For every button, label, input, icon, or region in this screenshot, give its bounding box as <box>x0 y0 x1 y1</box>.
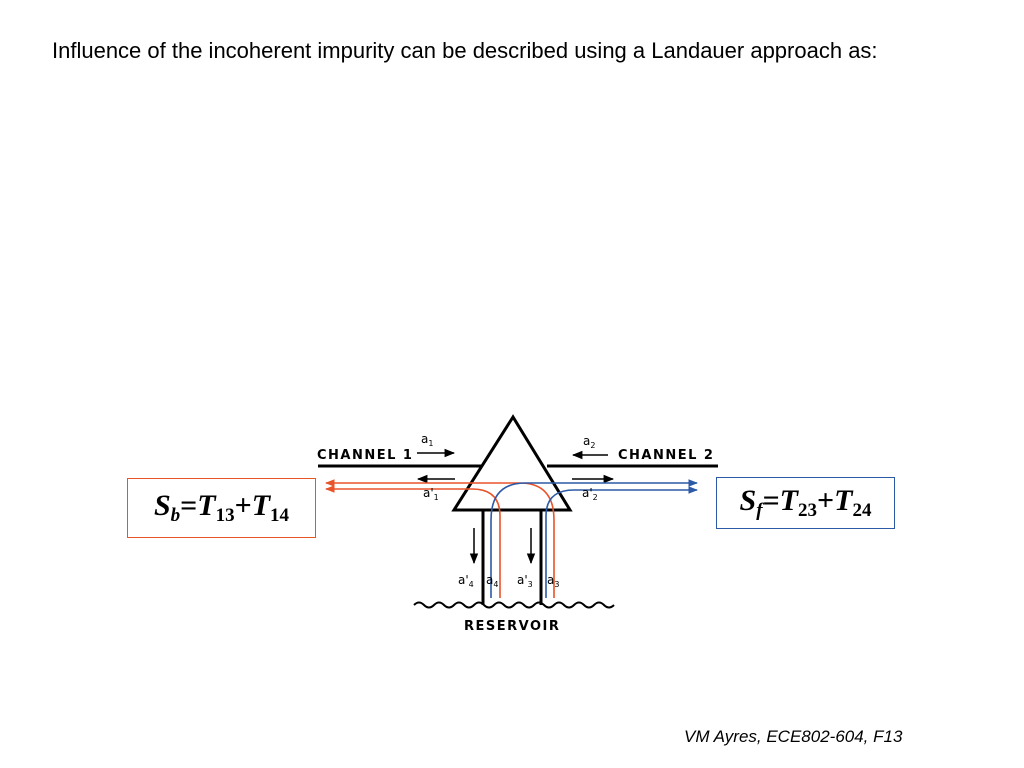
reservoir-surface <box>413 601 615 609</box>
amplitude-a2p-label: a'2 <box>582 486 598 502</box>
backscatter-equation-box: Sb=T13+T14 <box>127 478 316 538</box>
amplitude-a4-label: a4 <box>486 573 498 589</box>
amplitude-a4p-label: a'4 <box>458 573 474 589</box>
amplitude-a1-label: a1 <box>421 432 433 448</box>
amplitude-a3-label: a3 <box>547 573 559 589</box>
amplitude-a1p-label: a'1 <box>423 486 439 502</box>
channel-1-label: CHANNEL 1 <box>317 448 413 463</box>
forward-equation: Sf=T23+T24 <box>739 484 872 521</box>
red-path-lead4-to-channel1 <box>325 485 501 598</box>
blue-path-lead4-to-channel2 <box>490 479 698 598</box>
channel-2-label: CHANNEL 2 <box>618 448 714 463</box>
reservoir-label: RESERVOIR <box>464 619 560 634</box>
impurity-triangle <box>451 414 573 512</box>
amplitude-a3p-label: a'3 <box>517 573 533 589</box>
slide-headline: Influence of the incoherent impurity can… <box>52 38 878 63</box>
slide-footer: VM Ayres, ECE802-604, F13 <box>684 727 903 746</box>
amplitude-a2-label: a2 <box>583 434 595 450</box>
blue-path-lead3-to-channel2 <box>545 486 698 598</box>
backscatter-equation: Sb=T13+T14 <box>153 489 290 526</box>
forward-equation-box: Sf=T23+T24 <box>716 477 895 529</box>
